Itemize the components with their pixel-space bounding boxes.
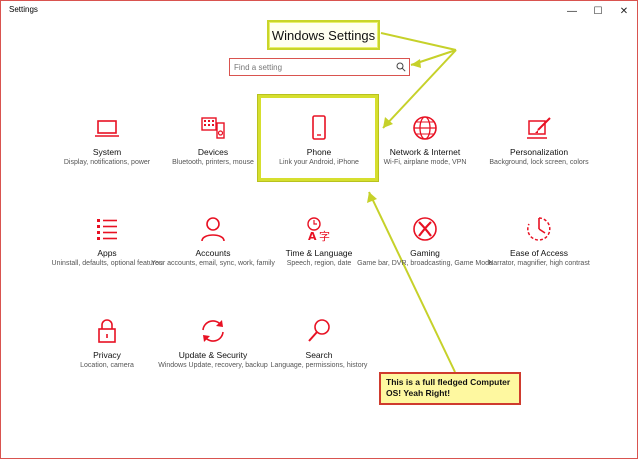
tile-description: Link your Android, iPhone [279, 159, 359, 166]
ease-of-access-icon [527, 217, 551, 241]
tile-gaming[interactable]: Gaming Game bar, DVR, broadcasting, Game… [355, 216, 495, 268]
tile-description: Bluetooth, printers, mouse [172, 159, 254, 166]
svg-text:A: A [308, 230, 317, 242]
brush-icon [527, 117, 551, 139]
tile-description: Background, lock screen, colors [489, 159, 589, 166]
tile-description: Windows Update, recovery, backup [158, 362, 268, 369]
tile-description: Wi-Fi, airplane mode, VPN [383, 159, 467, 166]
xbox-icon [413, 217, 437, 241]
maximize-button[interactable]: ☐ [593, 5, 603, 17]
tile-label: Update & Security [178, 350, 248, 360]
tile-label: System [92, 147, 122, 157]
time-language-icon: A 字 [307, 217, 330, 242]
tile-label: Gaming [410, 248, 440, 258]
search-icon[interactable] [396, 62, 406, 72]
close-button[interactable]: ✕ [619, 5, 629, 17]
sync-icon [202, 320, 224, 342]
tile-description: Language, permissions, history [270, 362, 368, 369]
tile-apps[interactable]: Apps Uninstall, defaults, optional featu… [37, 216, 177, 268]
search-input[interactable] [230, 59, 394, 75]
search-box[interactable] [229, 58, 410, 76]
tile-phone[interactable]: Phone Link your Android, iPhone [249, 115, 389, 167]
tile-label: Devices [197, 147, 229, 157]
tile-update-security[interactable]: Update & Security Windows Update, recove… [143, 318, 283, 370]
tile-label: Apps [97, 248, 117, 258]
tile-network-internet[interactable]: Network & Internet Wi-Fi, airplane mode,… [355, 115, 495, 167]
tile-description: Speech, region, date [286, 260, 352, 267]
keyboard-speaker-icon [201, 117, 225, 139]
tile-label: Personalization [509, 147, 569, 157]
tile-description: Your accounts, email, sync, work, family [151, 260, 275, 267]
tile-description: Uninstall, defaults, optional features [51, 260, 163, 267]
title-bar[interactable]: Settings — ☐ ✕ [1, 1, 637, 21]
tile-description: Location, camera [80, 362, 134, 369]
minimize-button[interactable]: — [567, 5, 577, 17]
tile-label: Privacy [93, 350, 121, 360]
svg-text:字: 字 [319, 229, 330, 242]
tile-system[interactable]: System Display, notifications, power [37, 115, 177, 167]
tile-privacy[interactable]: Privacy Location, camera [37, 318, 177, 370]
tile-label: Search [305, 350, 333, 360]
tile-label: Network & Internet [389, 147, 461, 157]
laptop-icon [95, 120, 119, 137]
list-icon [97, 219, 117, 240]
tile-label: Time & Language [285, 248, 353, 258]
tile-label: Phone [306, 147, 332, 157]
window-title: Settings [9, 5, 38, 14]
tile-ease-of-access[interactable]: Ease of Access Narrator, magnifier, high… [469, 216, 609, 268]
tile-description: Display, notifications, power [63, 159, 151, 166]
annotation-note: This is a full fledged Computer OS! Yeah… [379, 372, 521, 405]
tile-time-language[interactable]: A 字 Time & Language Speech, region, date [249, 216, 389, 268]
tile-search[interactable]: Search Language, permissions, history [249, 318, 389, 370]
lock-icon [98, 319, 116, 343]
globe-icon [413, 116, 437, 140]
tile-personalization[interactable]: Personalization Background, lock screen,… [469, 115, 609, 167]
tile-description: Narrator, magnifier, high contrast [488, 260, 590, 267]
tile-devices[interactable]: Devices Bluetooth, printers, mouse [143, 115, 283, 167]
windows-settings-callout: Windows Settings [267, 20, 380, 50]
tile-accounts[interactable]: Accounts Your accounts, email, sync, wor… [143, 216, 283, 268]
phone-icon [312, 115, 326, 140]
tile-label: Accounts [195, 248, 231, 258]
tile-description: Game bar, DVR, broadcasting, Game Mode [357, 260, 493, 267]
person-icon [201, 217, 225, 242]
tile-label: Ease of Access [509, 248, 569, 258]
magnifier-icon [308, 319, 330, 342]
